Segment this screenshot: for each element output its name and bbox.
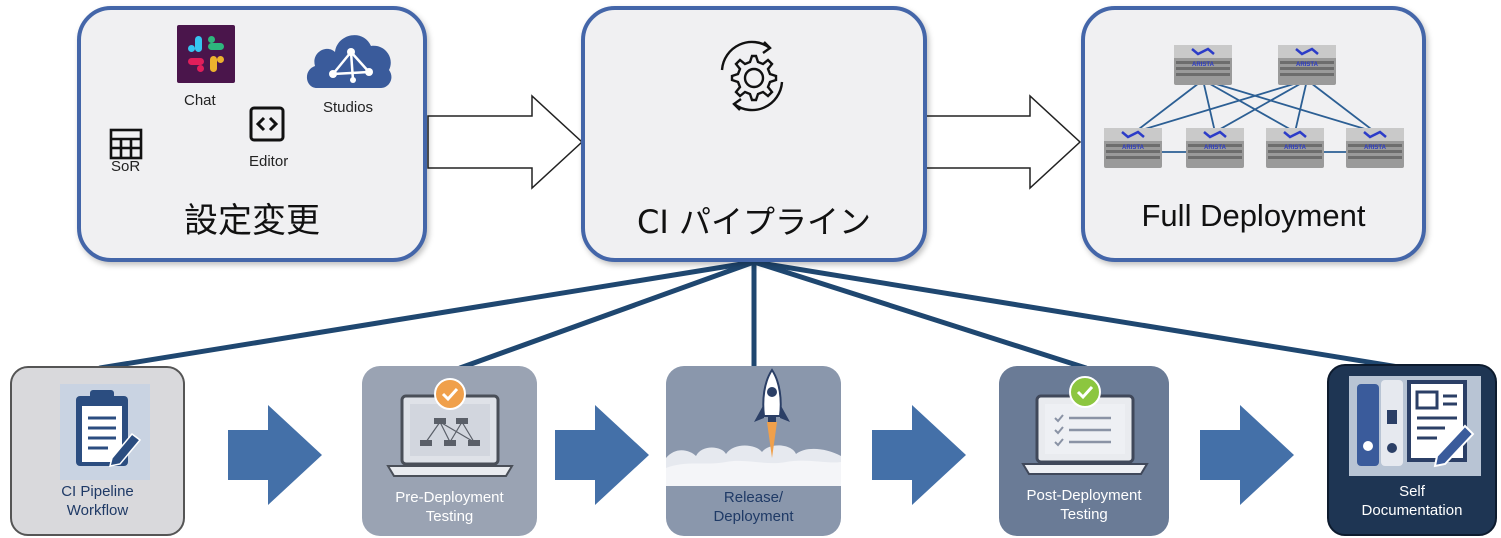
connector-line [97,259,757,371]
switch-brand: ARISTA [1364,145,1387,151]
laptop-network-icon [386,378,514,477]
switch-brand: ARISTA [1296,62,1319,68]
sor-label: SoR [111,158,141,175]
config-change-box: Chat Studios SoR Editor 設定変更 [77,6,427,262]
hollow-arrow [427,94,584,190]
laptop-checklist-icon [1021,376,1149,475]
stage-arrow [872,405,966,505]
connector-line [751,259,1408,371]
full-deployment-title: Full Deployment [1141,198,1366,233]
ci-pipeline-box: CI パイプライン [581,6,927,262]
stage-arrow [1200,405,1294,505]
editor-label: Editor [249,153,289,170]
studios-label: Studios [323,99,374,116]
network-topology: ARISTA ARISTA ARISTA ARISTA ARISTA ARIST… [1102,43,1406,170]
stage-release-deployment: Release/Deployment [666,366,841,536]
ci-pipeline-title: CI パイプライン [637,203,871,241]
gear-cycle-icon [720,40,784,112]
rocket-icon [666,368,841,486]
slack-icon [177,25,235,83]
chat-label: Chat [184,92,216,109]
switch-brand: ARISTA [1284,145,1307,151]
switch-brand: ARISTA [1122,145,1145,151]
config-change-title: 設定変更 [184,201,320,241]
connector-line [751,259,1089,371]
code-brackets-icon [249,106,285,142]
switch-brand: ARISTA [1192,62,1215,68]
stage-arrow [228,405,322,505]
clipboard-icon [60,384,150,480]
full-deployment-box: ARISTA ARISTA ARISTA ARISTA ARISTA ARIST… [1081,6,1426,262]
cloud-network-icon [306,35,392,88]
stage-label: Release/Deployment [713,489,794,525]
stage-arrow [555,405,649,505]
table-icon [109,128,143,160]
connector-line [457,259,757,371]
hollow-arrow [925,94,1082,190]
documents-icon [1349,376,1481,476]
switch-brand: ARISTA [1204,145,1227,151]
